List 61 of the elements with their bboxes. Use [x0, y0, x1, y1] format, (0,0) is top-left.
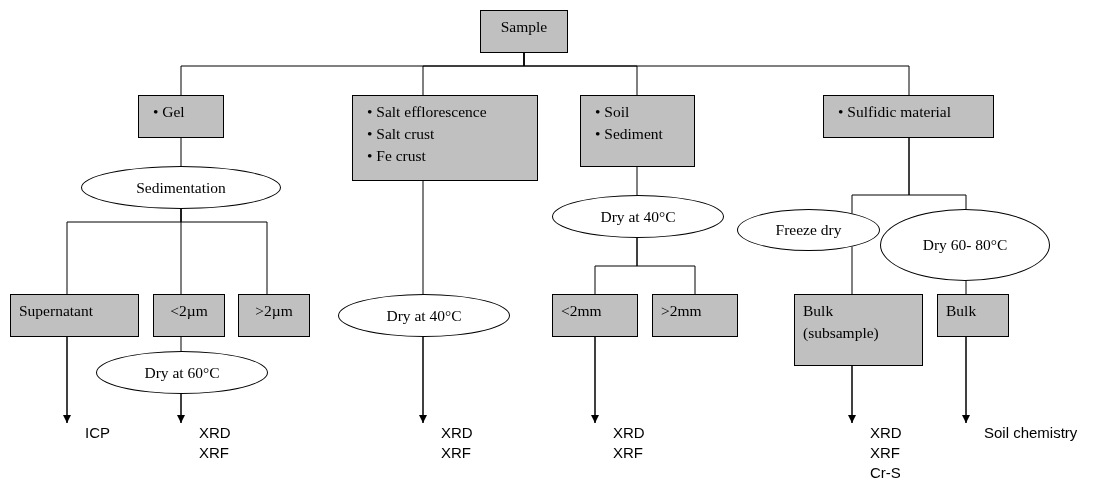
- category-box: [823, 95, 994, 138]
- method-text: Soil chemistry: [984, 423, 1079, 443]
- process-ellipse: [737, 209, 880, 251]
- process-box: [552, 294, 638, 337]
- connector-line: [965, 280, 967, 295]
- method-text: XRD: [199, 423, 232, 443]
- process-box: [794, 294, 923, 366]
- connector-line: [422, 180, 424, 295]
- bullet-item: • Salt crust: [366, 124, 436, 144]
- connector-line: [851, 246, 853, 295]
- node-text: <2µm: [169, 301, 209, 321]
- method-text: XRF: [613, 443, 644, 463]
- node-text: Dry at 60°C: [144, 363, 220, 382]
- arrow: [63, 336, 71, 424]
- node-text: >2µm: [254, 301, 294, 321]
- process-box: [10, 294, 139, 337]
- connector-line: [636, 166, 638, 196]
- connector-line: [180, 208, 268, 295]
- connector-line: [180, 137, 182, 167]
- category-box: [580, 95, 695, 167]
- arrow: [848, 365, 856, 424]
- connector-line: [908, 137, 967, 210]
- bullet-item: • Gel: [152, 102, 186, 122]
- process-box: [480, 10, 568, 53]
- bullet-item: • Salt efflorescence: [366, 102, 488, 122]
- node-text: Sedimentation: [136, 178, 226, 197]
- arrow: [177, 393, 185, 424]
- node-text: Dry at 40°C: [600, 207, 676, 226]
- method-text: XRF: [199, 443, 230, 463]
- node-text: >2mm: [661, 301, 703, 321]
- method-text: ICP: [85, 423, 111, 443]
- process-box: [238, 294, 310, 337]
- method-text: XRD: [441, 423, 474, 443]
- arrow: [591, 336, 599, 424]
- arrow: [419, 336, 427, 424]
- node-text: Bulk (subsample): [803, 301, 880, 343]
- node-text: Sample: [499, 17, 549, 37]
- method-text: XRF: [441, 443, 472, 463]
- bullet-item: • Soil: [594, 102, 631, 122]
- process-box: [652, 294, 738, 337]
- process-box: [153, 294, 225, 337]
- method-text: XRD: [613, 423, 646, 443]
- process-box: [937, 294, 1009, 337]
- method-text: Cr-S: [870, 463, 902, 483]
- connector-line: [636, 237, 696, 295]
- node-text: Freeze dry: [775, 221, 842, 239]
- method-text: XRD: [870, 423, 903, 443]
- bullet-item: • Fe crust: [366, 146, 427, 166]
- node-text: Supernatant: [19, 301, 95, 321]
- node-text: Dry at 40°C: [386, 306, 462, 325]
- connector-line: [523, 52, 910, 96]
- category-box: [138, 95, 224, 138]
- node-text: <2mm: [561, 301, 603, 321]
- method-text: XRF: [870, 443, 901, 463]
- node-text: Dry 60- 80°C: [922, 236, 1008, 254]
- category-box: [352, 95, 538, 181]
- bullet-item: • Sulfidic material: [837, 102, 953, 122]
- arrow: [962, 336, 970, 424]
- node-text: Bulk: [946, 301, 978, 321]
- bullet-item: • Sediment: [594, 124, 664, 144]
- connector-line: [180, 336, 182, 352]
